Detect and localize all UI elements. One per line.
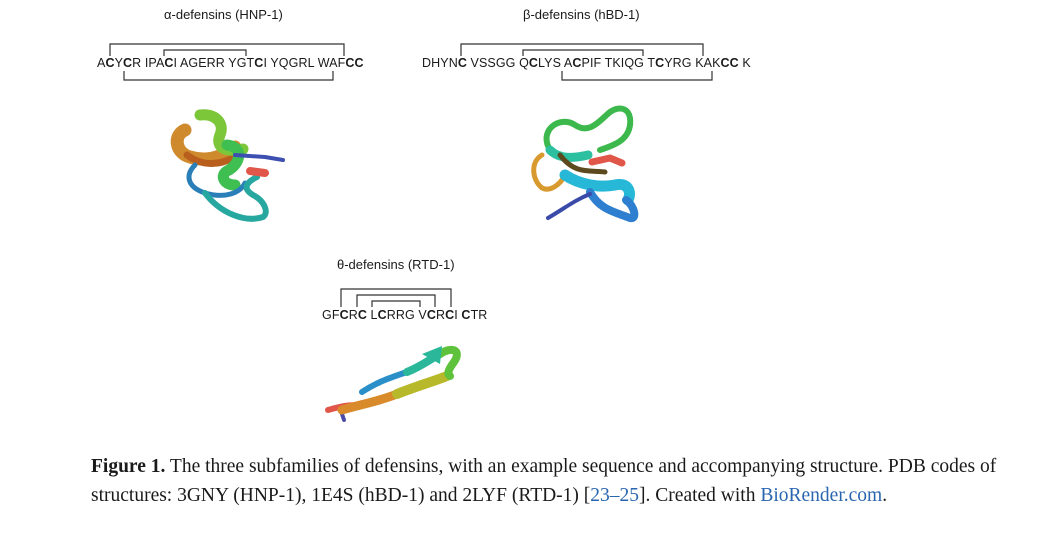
sequence-segment: Y xyxy=(114,56,124,70)
figure-label: Figure 1. xyxy=(91,456,166,477)
sequence-segment: K xyxy=(738,56,751,70)
cysteine-residue: C xyxy=(357,308,367,322)
theta-strand-yellow xyxy=(392,371,452,399)
beta-strand-red xyxy=(588,154,626,167)
beta-bond-top-outer xyxy=(460,43,704,56)
caption-text-3: . xyxy=(882,485,888,506)
theta-bond-3 xyxy=(371,300,421,307)
sequence-segment: I xyxy=(454,308,462,322)
theta-strand-orange xyxy=(337,389,402,415)
beta-bond-bottom xyxy=(561,71,713,81)
cysteine-residue: C xyxy=(461,308,471,322)
theta-strand-green xyxy=(436,345,461,380)
cysteine-residue: C xyxy=(426,308,436,322)
beta-sequence: DHYNC VSSGG QCLYS ACPIF TKIQG TCYRG KAKC… xyxy=(422,56,751,70)
beta-bond-top-inner xyxy=(522,49,644,56)
beta-strand-green xyxy=(543,105,634,153)
theta-defensin-title: θ-defensins (RTD-1) xyxy=(337,257,455,272)
figure-caption: Figure 1. The three subfamilies of defen… xyxy=(91,452,1021,510)
beta-strand-orange xyxy=(531,152,568,192)
sequence-segment: GF xyxy=(322,308,340,322)
sequence-segment: A xyxy=(97,56,106,70)
cysteine-residue: C xyxy=(254,56,264,70)
alpha-bond-top-outer xyxy=(109,43,345,56)
beta-strand-blue xyxy=(586,188,639,223)
alpha-strand-teal xyxy=(202,174,269,222)
caption-text-2: ]. Created with xyxy=(639,485,761,506)
alpha-strand-green xyxy=(217,139,245,191)
theta-defensin-structure xyxy=(325,345,461,422)
sequence-segment: R xyxy=(435,308,446,322)
alpha-defensin-title: α-defensins (HNP-1) xyxy=(164,7,283,22)
sequence-segment: R IPA xyxy=(132,56,165,70)
caption-text-1: The three subfamilies of defensins, with… xyxy=(91,456,997,506)
theta-sequence: GFCRC LCRRG VCRCI CTR xyxy=(322,308,487,322)
cysteine-residue: CC xyxy=(345,56,364,70)
alpha-strand-dark-orange xyxy=(183,151,239,167)
cysteine-residue: C xyxy=(457,56,467,70)
theta-arrowhead xyxy=(422,346,442,364)
theta-strand-navy xyxy=(340,412,346,422)
cysteine-residue: C xyxy=(123,56,133,70)
cysteine-residue: CC xyxy=(720,56,739,70)
cysteine-residue: C xyxy=(105,56,115,70)
cysteine-residue: C xyxy=(655,56,665,70)
cysteine-residue: C xyxy=(445,308,455,322)
sequence-segment: PIF TKIQG T xyxy=(581,56,656,70)
theta-bond-1 xyxy=(340,288,452,307)
cysteine-residue: C xyxy=(572,56,582,70)
beta-strand-cyan xyxy=(559,169,635,206)
alpha-bond-bottom xyxy=(123,71,334,81)
alpha-defensin-structure xyxy=(170,109,285,222)
sequence-segment: L xyxy=(366,308,378,322)
cysteine-residue: C xyxy=(339,308,349,322)
cysteine-residue: C xyxy=(377,308,387,322)
sequence-segment: TR xyxy=(470,308,488,322)
beta-defensin-structure xyxy=(531,105,639,223)
alpha-strand-blue xyxy=(233,153,285,162)
alpha-bond-top-inner xyxy=(163,49,247,56)
alpha-sequence: ACYCR IPACI AGERR YGTCI YQGRL WAFCC xyxy=(97,56,364,70)
cysteine-residue: C xyxy=(164,56,174,70)
beta-strand-navy xyxy=(546,192,592,220)
biorender-link[interactable]: BioRender.com xyxy=(760,485,883,506)
sequence-segment: I AGERR YGT xyxy=(173,56,255,70)
beta-defensin-title: β-defensins (hBD-1) xyxy=(523,7,640,22)
alpha-strand-red xyxy=(246,167,269,177)
sequence-segment: YRG KAK xyxy=(664,56,721,70)
theta-bond-2 xyxy=(356,294,436,307)
sequence-segment: I YQGRL WAF xyxy=(263,56,346,70)
sequence-segment: RRG V xyxy=(386,308,427,322)
sequence-segment: LYS A xyxy=(538,56,573,70)
sequence-segment: R xyxy=(348,308,358,322)
beta-strand-teal xyxy=(545,145,593,162)
sequence-segment: DHYN xyxy=(422,56,458,70)
cysteine-residue: C xyxy=(528,56,539,70)
citation-link[interactable]: 23–25 xyxy=(590,485,640,506)
beta-strand-dark xyxy=(557,152,608,175)
sequence-segment: VSSGG Q xyxy=(466,56,529,70)
